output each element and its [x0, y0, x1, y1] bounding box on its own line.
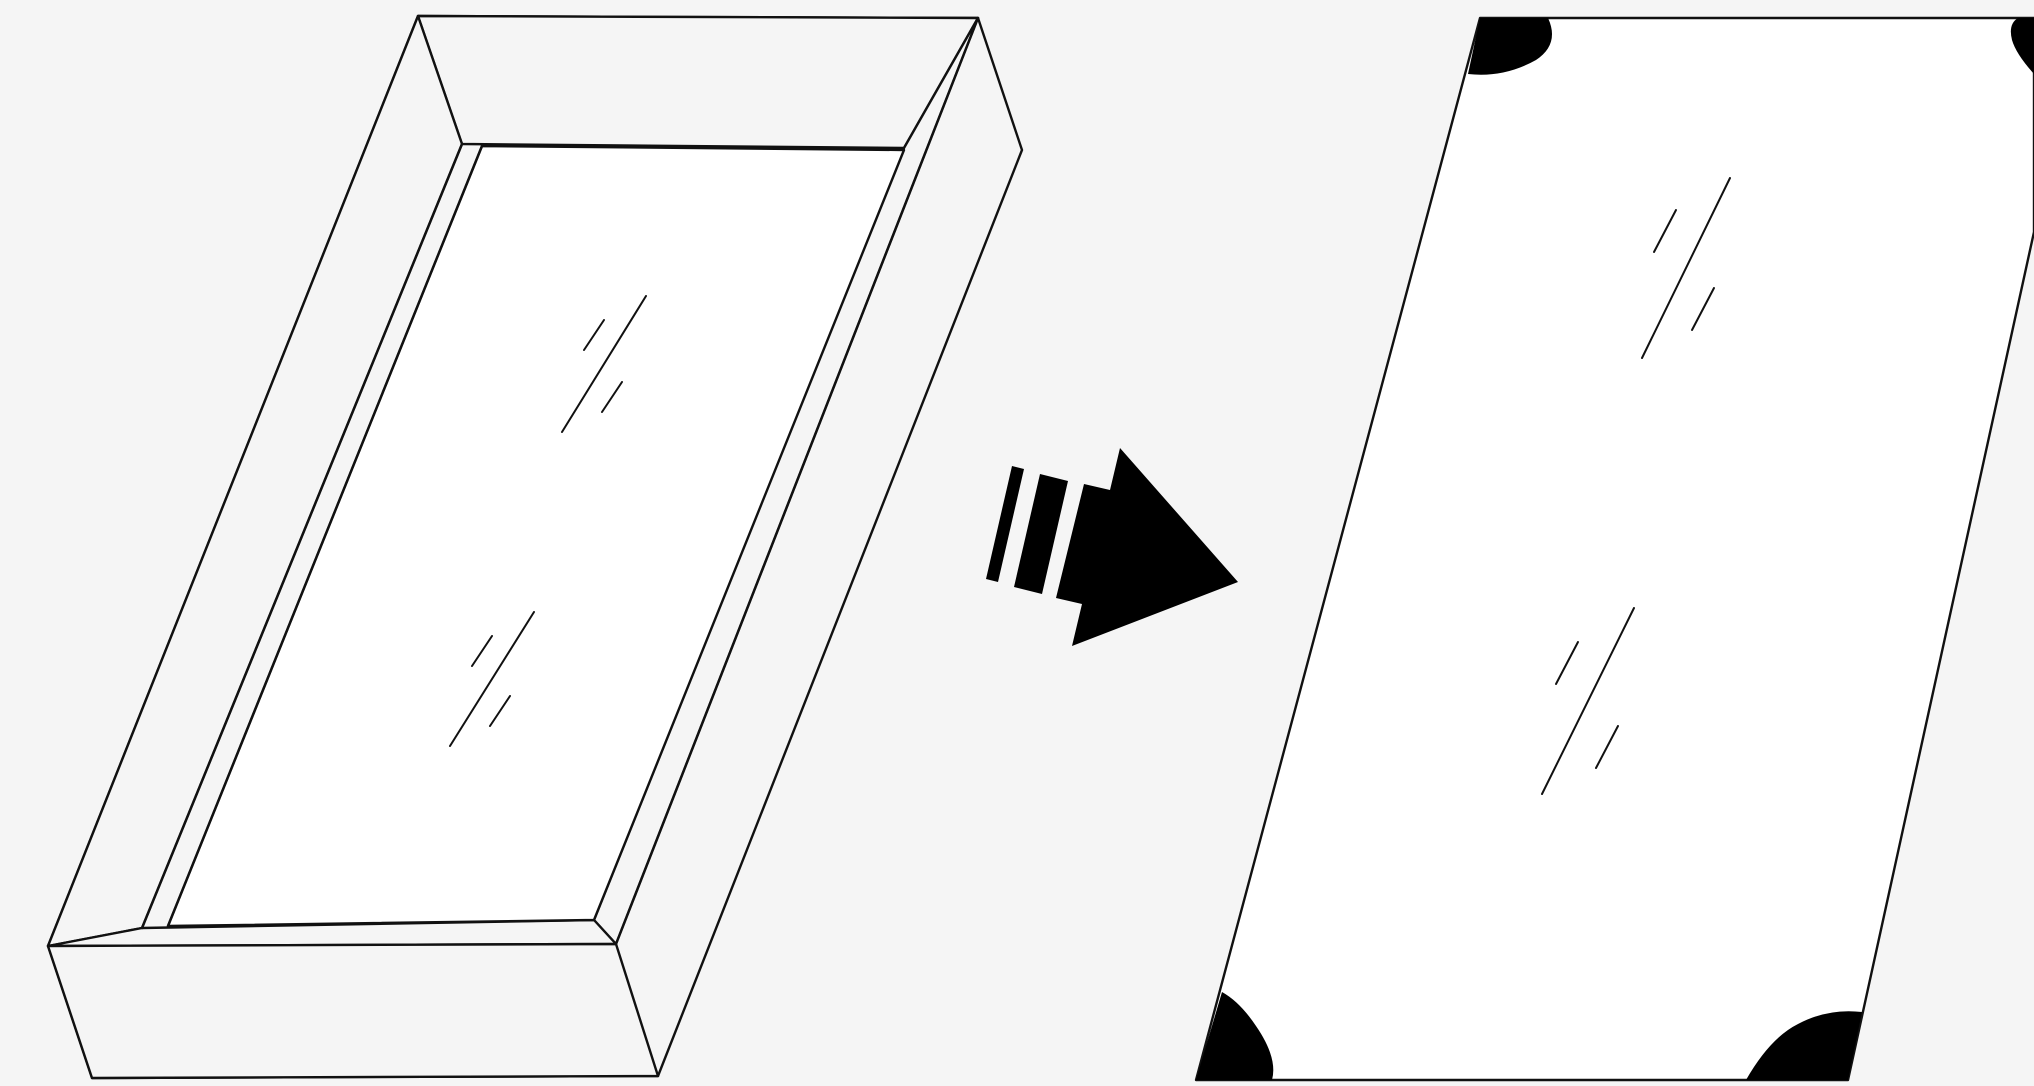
frame-right-edge: [614, 16, 980, 946]
glass-pane-large: [1194, 16, 2034, 1082]
corner-clip-top-left: [1468, 18, 1552, 75]
speed-line-1: [986, 466, 1024, 582]
arrow-head: [1056, 448, 1238, 646]
glass-edge-line: [140, 142, 464, 930]
corner-clip-bottom-left: [1196, 992, 1274, 1080]
glare-marks-lower: [449, 611, 535, 747]
frame-back-wall: [416, 14, 980, 150]
corner-clip-top-right: [2010, 18, 2034, 74]
glare-marks-upper: [1641, 177, 1731, 359]
corner-clip-bottom-right: [1746, 1011, 1862, 1080]
glass-edge-line: [166, 144, 484, 928]
glare-marks-upper: [561, 295, 647, 433]
framed-glass-panel: [46, 14, 1024, 1080]
glare-marks-lower: [1541, 607, 1635, 795]
speed-line-2: [1014, 474, 1068, 594]
frameless-glass-panel: [1194, 16, 2034, 1082]
frame-front-face: [46, 942, 660, 1080]
speed-arrow-icon: [986, 448, 1238, 646]
